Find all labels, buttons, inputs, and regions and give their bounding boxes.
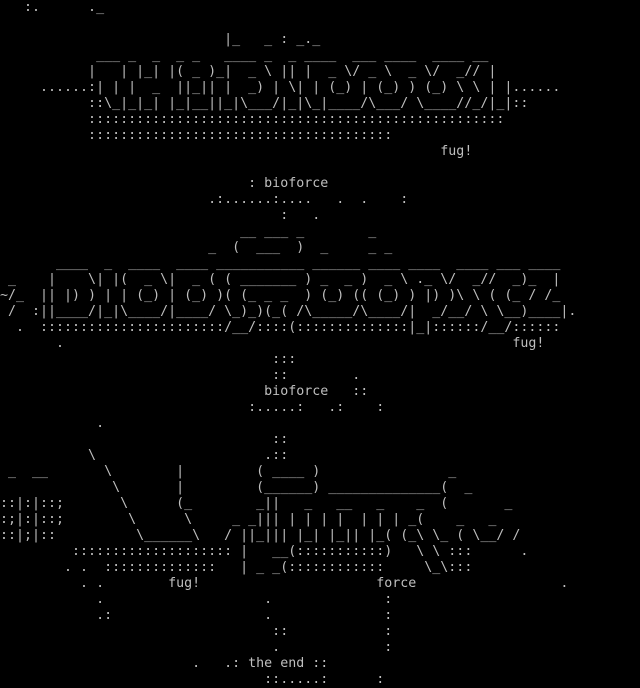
- ascii-art-screen: :. ._ |_ _ : _._ ___ _ _ _ _ ____ _ _ __…: [0, 0, 577, 687]
- ascii-art-text: :. ._ |_ _ : _._ ___ _ _ _ _ ____ _ _ __…: [0, 0, 577, 687]
